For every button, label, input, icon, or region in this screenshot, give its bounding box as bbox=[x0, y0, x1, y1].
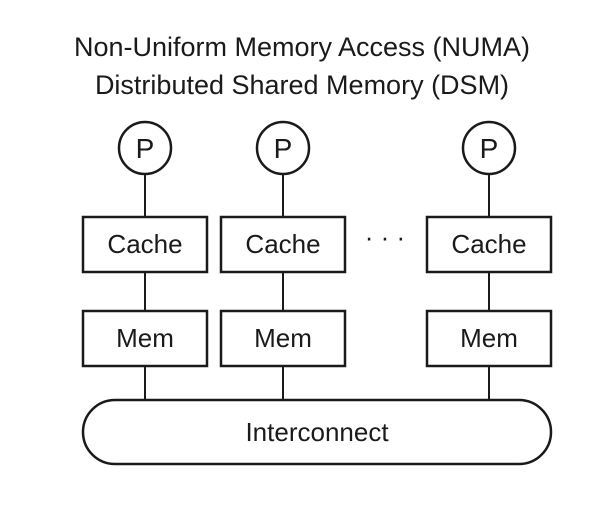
cache-box-1: Cache bbox=[81, 215, 209, 274]
memory-label: Mem bbox=[254, 323, 312, 353]
cache-label: Cache bbox=[107, 229, 182, 259]
processor-node-1: P bbox=[117, 120, 173, 176]
interconnect-bus: Interconnect bbox=[81, 398, 553, 466]
processor-node-2: P bbox=[255, 120, 311, 176]
cache-rect bbox=[219, 215, 347, 274]
processor-circle bbox=[255, 120, 311, 176]
memory-box-1: Mem bbox=[81, 309, 209, 368]
cache-label: Cache bbox=[451, 229, 526, 259]
memory-rect bbox=[219, 309, 347, 368]
cache-box-2: Cache bbox=[219, 215, 347, 274]
processor-node-3: P bbox=[461, 120, 517, 176]
diagram-title-line-2: Distributed Shared Memory (DSM) bbox=[94, 70, 510, 100]
memory-rect bbox=[425, 309, 553, 368]
interconnect-label: Interconnect bbox=[245, 417, 389, 447]
memory-box-3: Mem bbox=[425, 309, 553, 368]
processor-circle bbox=[117, 120, 173, 176]
cache-rect bbox=[425, 215, 553, 274]
cache-rect bbox=[81, 215, 209, 274]
processor-label: P bbox=[480, 133, 499, 164]
cache-label: Cache bbox=[245, 229, 320, 259]
diagram-title-line-1: Non-Uniform Memory Access (NUMA) bbox=[73, 32, 531, 62]
processor-circle bbox=[461, 120, 517, 176]
connector-lines bbox=[144, 174, 490, 405]
ellipsis-more-nodes: · · · bbox=[365, 222, 405, 252]
memory-label: Mem bbox=[116, 323, 174, 353]
cache-box-3: Cache bbox=[425, 215, 553, 274]
processor-label: P bbox=[136, 133, 155, 164]
processor-label: P bbox=[274, 133, 293, 164]
interconnect-shape bbox=[81, 398, 553, 466]
memory-box-2: Mem bbox=[219, 309, 347, 368]
memory-label: Mem bbox=[460, 323, 518, 353]
memory-rect bbox=[81, 309, 209, 368]
